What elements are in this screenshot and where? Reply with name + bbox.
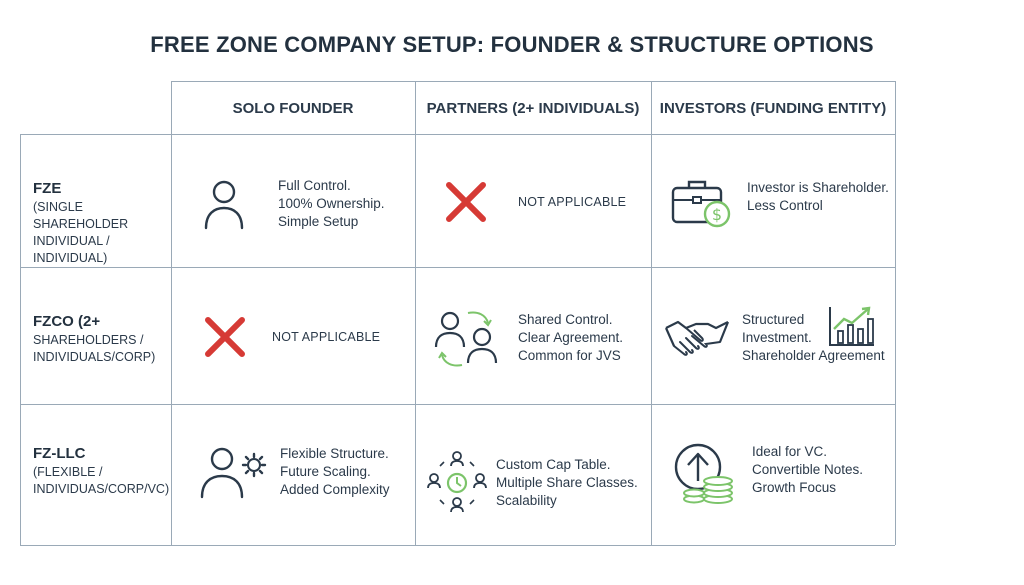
cell-text-line: Common for JVS <box>518 348 621 363</box>
cell-text-line: Scalability <box>496 493 557 508</box>
briefcase-dollar-icon: $ <box>668 174 734 230</box>
cell-fzllc-partners: Custom Cap Table. Multiple Share Classes… <box>426 448 638 518</box>
column-header-investors: INVESTORS (FUNDING ENTITY) <box>659 99 887 117</box>
column-header-partners: PARTNERS (2+ INDIVIDUALS) <box>426 99 640 117</box>
cell-text-line: Shareholder Agreement <box>742 348 885 363</box>
cell-text-line: Ideal for VC. <box>752 444 828 459</box>
not-applicable-label: NOT APPLICABLE <box>272 330 381 344</box>
cell-text-line: Added Complexity <box>280 482 390 497</box>
cell-fze-partners: NOT APPLICABLE <box>440 180 626 224</box>
cell-fzllc-solo: Flexible Structure. Future Scaling. Adde… <box>198 440 390 504</box>
row-subtitle-line: SHAREHOLDERS / <box>33 333 144 347</box>
cell-text-line: Investor is Shareholder. <box>747 180 889 195</box>
x-mark-icon <box>440 179 492 225</box>
svg-text:$: $ <box>712 205 722 224</box>
cell-text-line: Convertible Notes. <box>752 462 864 477</box>
row-subtitle-line: (SINGLE SHAREHOLDER <box>33 200 129 231</box>
person-icon <box>196 176 252 232</box>
cell-text-line: 100% Ownership. <box>278 196 385 211</box>
cell-fze-solo: Full Control. 100% Ownership. Simple Set… <box>196 168 385 240</box>
cell-text-line: Simple Setup <box>278 214 359 229</box>
two-people-arrows-icon <box>432 307 500 369</box>
column-header-solo-founder: SOLO FOUNDER <box>232 99 354 117</box>
row-subtitle-line: INDIVIDUAS/CORP/VC) <box>33 482 170 496</box>
handshake-icon <box>664 316 730 360</box>
row-subtitle-line: (FLEXIBLE / <box>33 465 103 479</box>
cell-text-line: Custom Cap Table. <box>496 457 611 472</box>
row-header-fzco: FZCO (2+ SHAREHOLDERS / INDIVIDUALS/CORP… <box>33 313 173 366</box>
cell-text-line: Shared Control. <box>518 312 613 327</box>
cell-fze-investors: $ Investor is Shareholder. Less Control <box>668 172 889 232</box>
cell-text-line: Multiple Share Classes. <box>496 475 638 490</box>
row-header-fz-llc: FZ-LLC (FLEXIBLE / INDIVIDUAS/CORP/VC) <box>33 445 173 498</box>
row-subtitle-line: INDIVIDUALS/CORP) <box>33 350 156 364</box>
cell-fzco-solo: NOT APPLICABLE <box>202 314 380 360</box>
person-gear-icon <box>198 443 268 501</box>
not-applicable-label: NOT APPLICABLE <box>518 195 627 209</box>
cell-fzllc-investors: Ideal for VC. Convertible Notes. Growth … <box>672 440 863 506</box>
cell-fzco-partners: Shared Control. Clear Agreement. Common … <box>432 306 623 370</box>
cell-text-line: Structured <box>742 312 805 327</box>
cell-text-line: Future Scaling. <box>280 464 371 479</box>
cell-text-line: Investment. <box>742 330 812 345</box>
page-title: FREE ZONE COMPANY SETUP: FOUNDER & STRUC… <box>150 32 874 57</box>
growth-coins-icon <box>672 441 736 505</box>
row-title: FZ-LLC <box>33 445 86 462</box>
bar-chart-growth-icon <box>828 305 876 352</box>
network-clock-icon <box>426 450 488 516</box>
row-title: FZE <box>33 180 62 197</box>
row-subtitle-line: INDIVIDUAL / INDIVIDUAL) <box>33 234 110 265</box>
cell-text-line: Full Control. <box>278 178 351 193</box>
cell-text-line: Clear Agreement. <box>518 330 624 345</box>
cell-text-line: Less Control <box>747 198 823 213</box>
x-mark-icon <box>202 314 248 360</box>
row-header-fze: FZE (SINGLE SHAREHOLDER INDIVIDUAL / IND… <box>33 180 173 267</box>
row-title: FZCO (2+ <box>33 313 101 330</box>
cell-text-line: Flexible Structure. <box>280 446 389 461</box>
cell-fzco-investors: Structured Investment. Shareholder Agree… <box>664 306 885 370</box>
cell-text-line: Growth Focus <box>752 480 837 495</box>
